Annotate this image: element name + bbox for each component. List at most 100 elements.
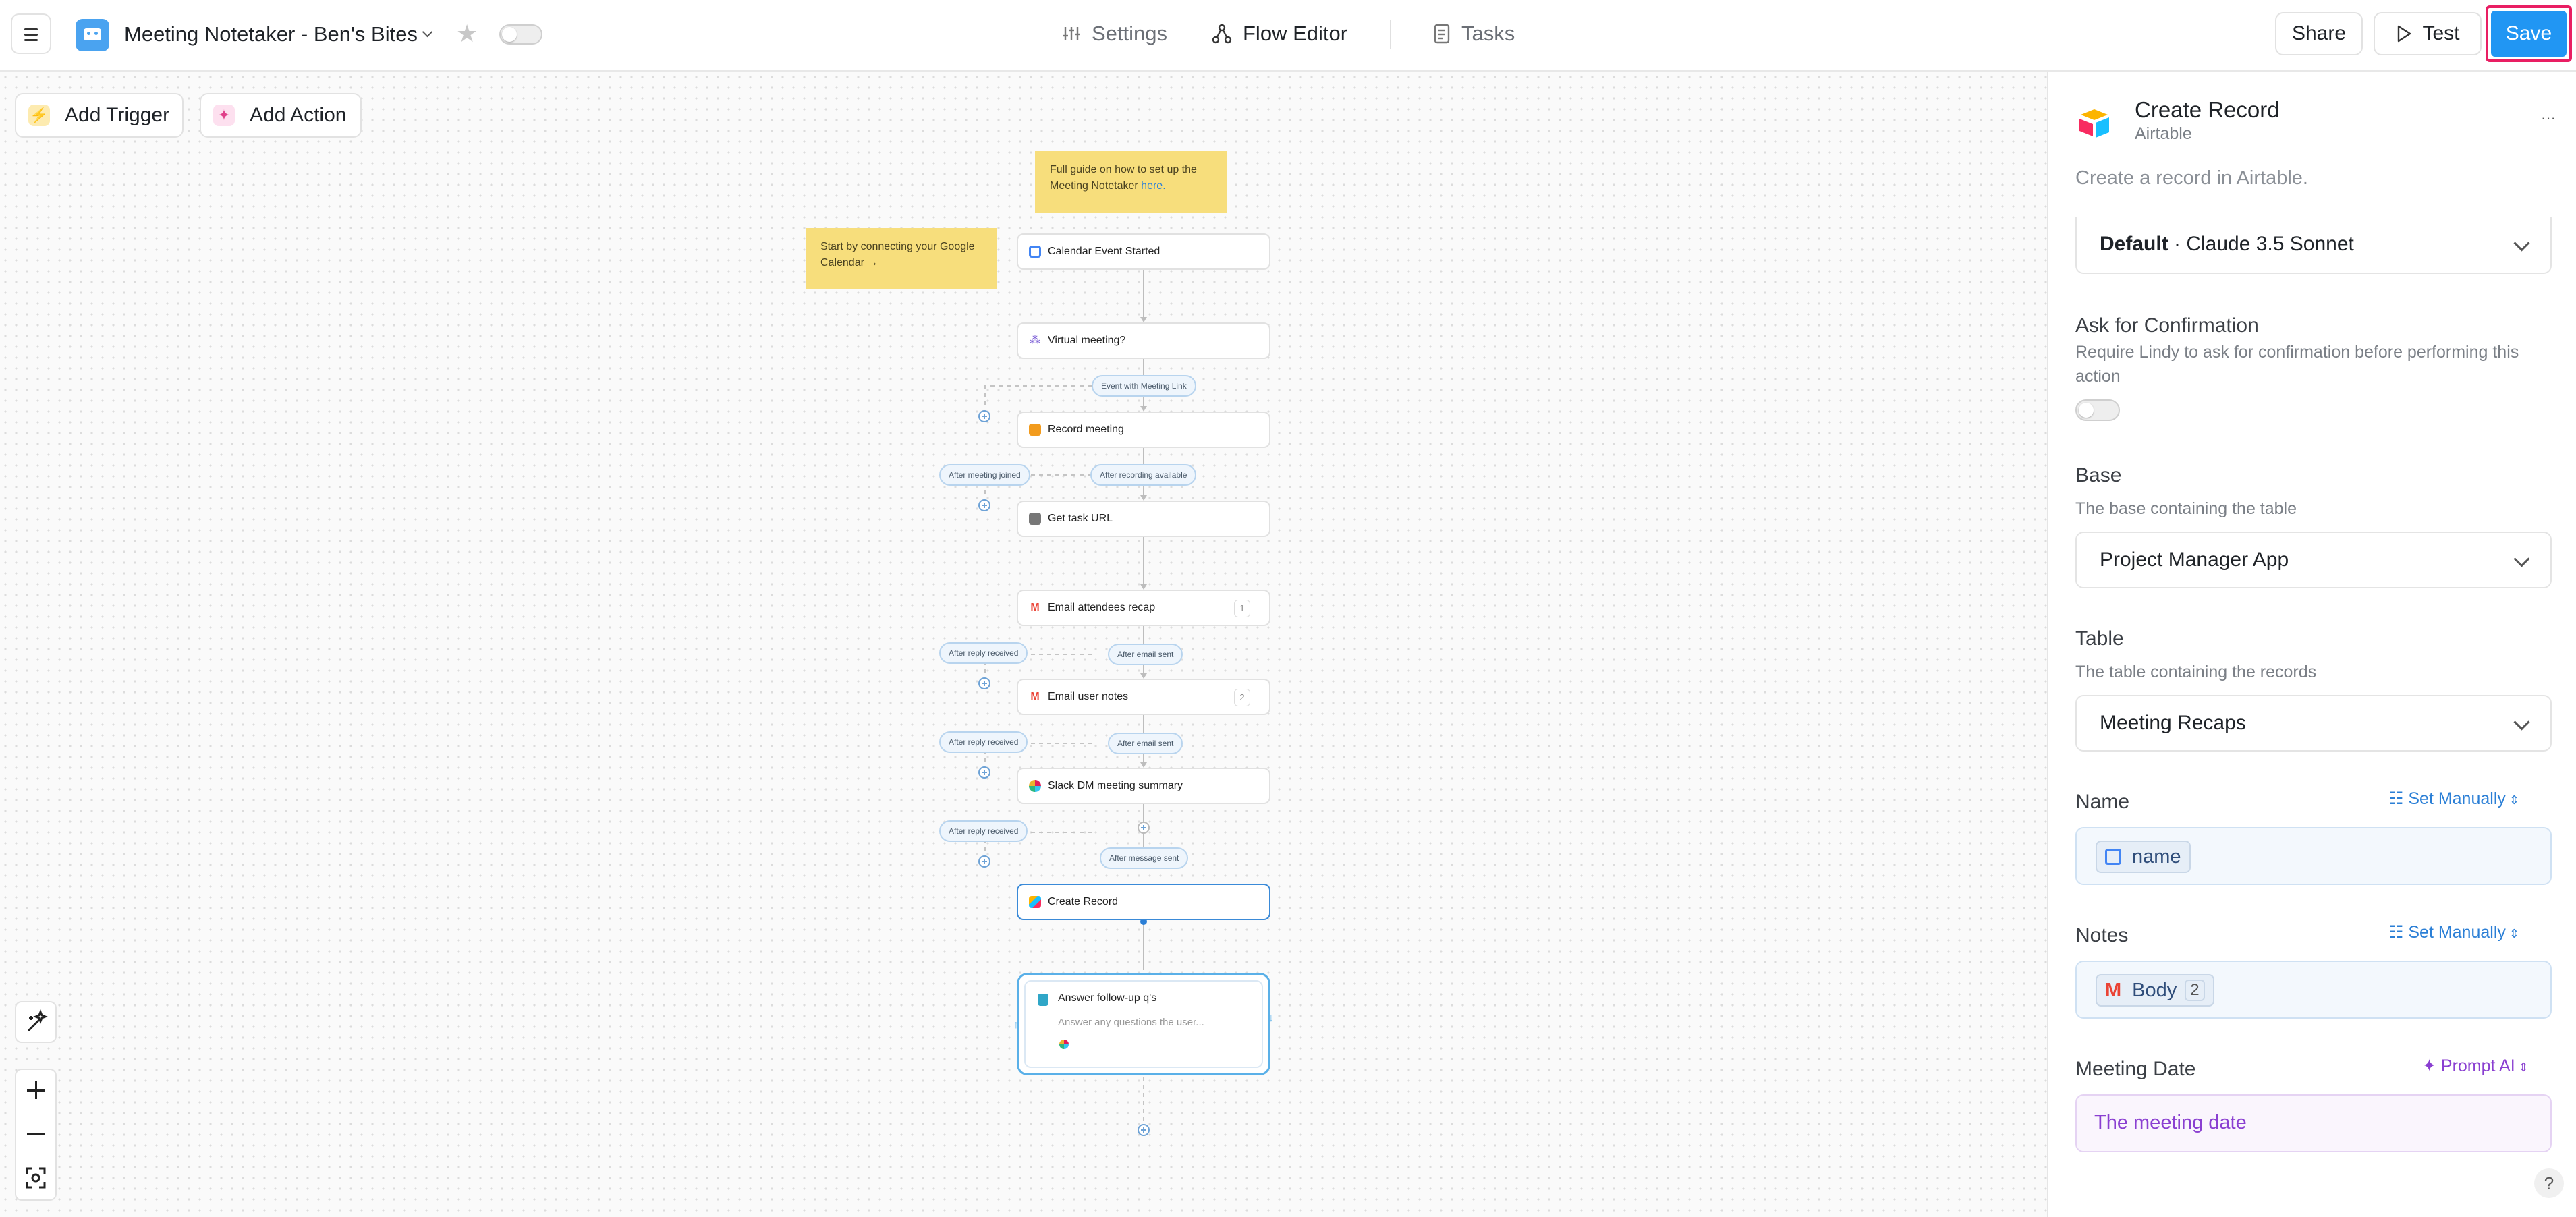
model-select[interactable]: Default · Claude 3.5 Sonnet [2075,217,2552,274]
node-label: Get task URL [1048,513,1113,524]
name-field[interactable]: name [2075,827,2552,885]
zoom-in-button[interactable] [16,1070,55,1112]
google-calendar-icon [2105,849,2121,865]
save-button[interactable]: Save [2486,5,2572,62]
node-label: Slack DM meeting summary [1048,780,1183,791]
more-options-button[interactable]: ··· [2541,109,2556,126]
airtable-logo-icon [2077,105,2112,140]
add-step-button[interactable] [978,766,990,779]
loop-arrow-icon: ↑ [1013,1019,1019,1031]
sticky-note-start[interactable]: Start by connecting your Google Calendar… [806,228,997,289]
sliders-icon [1063,27,1080,40]
gmail-icon: M [1030,691,1040,702]
notes-chip-label: Body [2132,979,2177,1001]
condition-pill[interactable]: After email sent [1108,644,1183,665]
star-icon[interactable]: ★ [456,20,478,47]
tab-settings[interactable]: Settings [1062,16,1167,51]
condition-pill[interactable]: After recording available [1090,464,1197,486]
condition-pill[interactable]: After message sent [1100,847,1189,869]
condition-pill[interactable]: After reply received [939,731,1028,753]
flow-icon [1212,24,1232,44]
base-select[interactable]: Project Manager App [2075,532,2552,588]
confirmation-toggle[interactable] [2075,399,2120,421]
add-step-button[interactable] [1138,822,1150,834]
add-step-button[interactable] [978,410,990,422]
tab-tasks[interactable]: Tasks [1433,16,1515,51]
flow-node-email-attendees[interactable]: M Email attendees recap 1 [1017,590,1270,626]
add-step-button[interactable] [978,855,990,868]
flow-node-create-record[interactable]: Create Record [1017,884,1270,920]
table-select[interactable]: Meeting Recaps [2075,695,2552,752]
flow-node-calendar-event[interactable]: Calendar Event Started [1017,233,1270,270]
flow-node-record-meeting[interactable]: Record meeting [1017,412,1270,448]
flow-node-email-user-notes[interactable]: M Email user notes 2 [1017,679,1270,715]
branch-icon: ⁂ [1030,335,1040,346]
app-title[interactable]: Meeting Notetaker - Ben's Bites [124,22,418,46]
share-button[interactable]: Share [2275,12,2363,55]
table-description: The table containing the records [2075,662,2317,681]
flow-node-virtual-meeting[interactable]: ⁂ Virtual meeting? [1017,322,1270,359]
flow-node-slack-dm[interactable]: Slack DM meeting summary [1017,768,1270,804]
chevron-down-icon[interactable] [422,26,433,38]
menu-button[interactable] [11,13,51,54]
table-label: Table [2075,627,2124,650]
node-label: Email attendees recap [1048,602,1156,613]
name-mode-button[interactable]: ☷ Set Manually ⇕ [2388,787,2519,811]
flow-node-agent[interactable]: Answer follow-up q's Answer any question… [1013,973,1274,1075]
date-mode-button[interactable]: ✦ Prompt AI ⇕ [2422,1054,2529,1078]
zoom-out-button[interactable] [16,1113,55,1155]
updown-icon: ⇕ [2505,793,2519,807]
sticky-guide-text: Full guide on how to set up the Meeting … [1050,164,1197,192]
variable-chip[interactable]: name [2096,841,2191,873]
lightning-icon: ⚡ [28,105,50,126]
variable-chip[interactable]: M Body 2 [2096,974,2214,1007]
gear-icon [1029,513,1041,525]
tidy-layout-button[interactable] [15,1001,57,1043]
add-trigger-label: Add Trigger [65,104,170,126]
base-label: Base [2075,464,2122,486]
app-logo-icon [76,19,109,51]
notes-field[interactable]: M Body 2 [2075,961,2552,1019]
condition-pill[interactable]: After reply received [939,820,1028,842]
video-camera-icon [1029,424,1041,436]
flow-canvas[interactable]: ⚡ Add Trigger ✦ Add Action [0,72,2047,1217]
sticky-guide-link[interactable]: here. [1138,180,1166,192]
test-button-label: Test [2422,22,2460,45]
add-action-button[interactable]: ✦ Add Action [200,93,362,138]
agent-toggle[interactable] [499,24,542,45]
date-field[interactable]: The meeting date [2075,1094,2552,1152]
confirmation-description: Require Lindy to ask for confirmation be… [2075,343,2519,386]
add-step-button[interactable] [1138,1124,1150,1136]
sticky-note-guide[interactable]: Full guide on how to set up the Meeting … [1035,151,1227,213]
panel-description: Create a record in Airtable. [2075,167,2308,189]
add-step-button[interactable] [978,499,990,511]
focus-icon [26,1167,46,1189]
list-icon: ☷ [2388,789,2409,808]
condition-pill[interactable]: After meeting joined [939,464,1030,486]
condition-pill[interactable]: Event with Meeting Link [1092,375,1196,397]
node-label: Create Record [1048,896,1119,907]
tab-flow-editor[interactable]: Flow Editor [1212,16,1347,51]
agent-node-description: Answer any questions the user... [1058,1017,1204,1028]
agent-node-label: Answer follow-up q's [1058,992,1157,1004]
add-step-button[interactable] [978,677,990,689]
node-label: Record meeting [1048,424,1124,435]
node-count-badge: 1 [1234,600,1250,617]
add-trigger-button[interactable]: ⚡ Add Trigger [15,93,184,138]
flow-node-get-task-url[interactable]: Get task URL [1017,501,1270,537]
confirmation-label: Ask for Confirmation [2075,314,2259,337]
condition-pill[interactable]: After email sent [1108,733,1183,754]
google-calendar-icon [1029,246,1041,258]
tab-flow-editor-label: Flow Editor [1243,22,1348,45]
name-label: Name [2075,791,2130,813]
updown-icon: ⇕ [2505,927,2519,940]
notes-mode-label: Set Manually [2408,923,2506,942]
test-button[interactable]: Test [2374,12,2482,55]
model-name: Default [2100,233,2168,255]
sparkle-icon: ✦ [2422,1056,2441,1075]
fit-view-button[interactable] [16,1156,55,1199]
notes-mode-button[interactable]: ☷ Set Manually ⇕ [2388,920,2519,944]
zoom-controls [15,1069,57,1201]
help-button[interactable]: ? [2534,1168,2564,1198]
condition-pill[interactable]: After reply received [939,642,1028,664]
